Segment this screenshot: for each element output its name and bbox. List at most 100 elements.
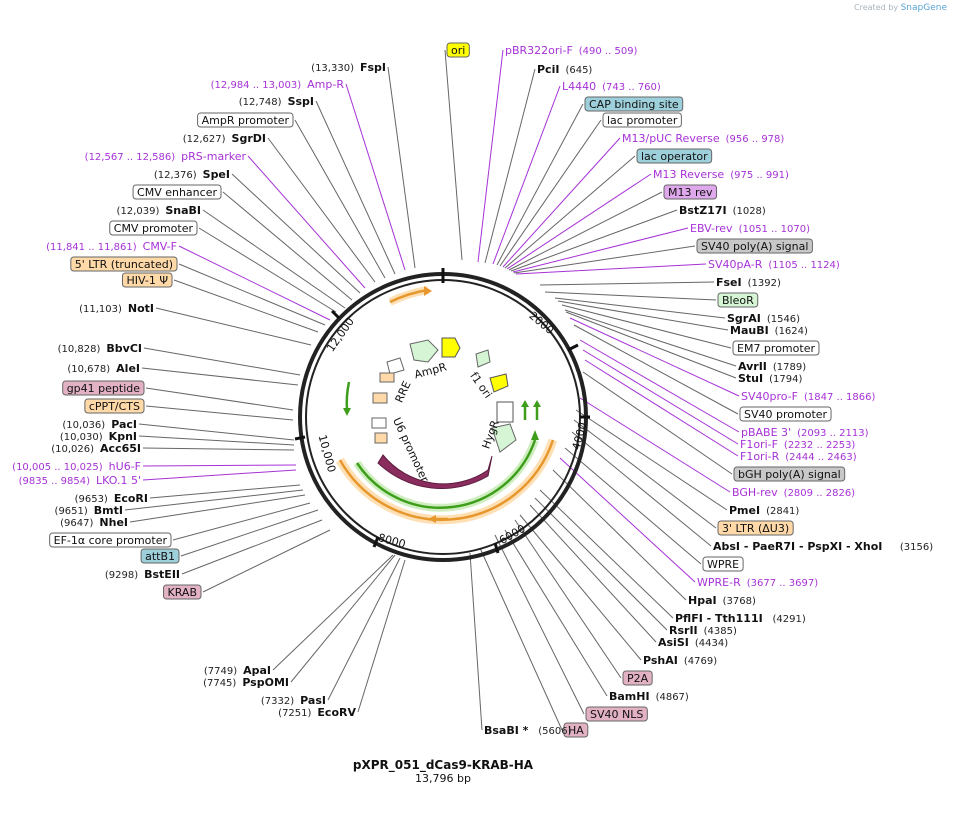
label-text: M13 Reverse [653,168,724,181]
map-label-feature: EF-1α core promoter [49,532,172,548]
label-text: HA [568,724,584,737]
label-position: (4434) [695,638,728,649]
leader-line [499,119,602,267]
map-label-primer: SV40pA-R(1105 .. 1124) [708,258,840,271]
leader-line [145,387,294,411]
map-label-enzyme: BmtI(9651) [55,504,123,517]
label-text: SnaBI [165,204,201,217]
u6-box [371,417,387,429]
label-position: (975 .. 991) [730,170,789,181]
map-label-primer: BGH-rev(2809 .. 2826) [732,486,855,499]
label-position: (12,984 .. 13,003) [211,80,302,91]
leader-line [477,49,504,263]
label-text: AsiSI [658,636,689,649]
label-text: EBV-rev [690,222,733,235]
label-text: SgrAI [727,312,761,325]
cas9-feature [377,454,493,490]
leader-line [155,307,312,346]
label-text: Acc65I [100,442,141,455]
map-label-feature: 3' LTR (ΔU3) [717,520,794,536]
label-position: (1546) [767,314,800,325]
leader-line [561,304,732,349]
tick-6000-mark [493,542,500,554]
leader-line [290,554,396,683]
label-position: (11,841 .. 11,861) [46,242,137,253]
leader-line [124,489,304,511]
label-text: AbsI - PaeR7I - PspXI - XhoI [713,540,882,553]
map-label-primer: WPRE-R(3677 .. 3697) [697,576,818,589]
leader-line [202,529,331,593]
label-text: BstZ17I [679,204,727,217]
label-text: bGH poly(A) signal [738,468,841,481]
label-position: (1624) [775,326,808,337]
leader-line [149,484,301,499]
label-text: PasI [300,694,326,707]
map-label-feature: HIV-1 Ψ [121,272,173,288]
label-position: (9835 .. 9854) [19,476,91,487]
feature-box [663,184,718,200]
feature-box [585,706,648,722]
feature-box [121,272,173,288]
leader-line [502,137,621,268]
leader-line [512,227,689,273]
label-text: EcoRI [114,492,148,505]
map-label-enzyme: PasI(7332) [261,694,326,707]
leader-line [573,324,739,415]
map-label-enzyme: NheI(9647) [60,516,128,529]
map-label-enzyme: SspI(12,748) [239,95,314,108]
map-label-primer: hU6-F(10,005 .. 10,025) [12,460,141,473]
label-position: (2444 .. 2463) [785,452,857,463]
label-text: SgrDI [232,132,266,145]
leader-line [564,447,702,565]
label-position: (9298) [105,570,138,581]
label-text: NotI [128,302,154,315]
map-label-primer: EBV-rev(1051 .. 1070) [690,222,810,235]
map-label-feature: CAP binding site [584,96,684,112]
ampr-label: AmpR [413,360,448,381]
label-position: (743 .. 760) [602,82,661,93]
label-text: EcoRV [317,706,356,719]
label-text: P2A [627,672,649,685]
label-position: (12,748) [239,97,282,108]
map-label-enzyme: PacI(10,036) [62,418,137,431]
map-label-feature: M13 rev [663,184,718,200]
tick-label-12000: 12,000 [324,315,357,354]
feature-box [197,112,294,128]
leader-line [492,85,561,265]
label-text: CMV enhancer [137,186,217,199]
leader-line [559,457,696,583]
map-label-enzyme: SpeI(12,376) [154,168,230,181]
map-label-enzyme: PmeI(2841) [729,504,799,517]
label-text: M13 rev [668,186,713,199]
leader-line [143,347,301,376]
leader-line [582,349,739,445]
leader-line [479,547,563,731]
cas9-arc-green-line [355,439,537,509]
feature-box [446,42,470,58]
leader-line [544,291,717,301]
label-text: NheI [99,516,128,529]
cas9-label: Cas9 [418,468,448,481]
tick-label-10000: 10,000 [316,433,339,474]
leader-line [444,49,463,261]
map-label-enzyme: BsaBI *(5606) [484,724,572,737]
label-text: BamHI [609,690,650,703]
krab-box [374,432,388,444]
map-label-feature: gp41 peptide [62,380,145,396]
label-position: (7745) [203,678,236,689]
leader-line [178,245,331,321]
label-position: (4867) [656,692,689,703]
feature-box [717,292,759,308]
label-text: lac operator [641,150,708,163]
feature-box [62,380,145,396]
feature-box [636,148,713,164]
map-label-enzyme: EcoRI(9653) [75,492,148,505]
leader-line [138,423,295,441]
label-text: F1ori-F [740,438,778,451]
map-label-primer: pRS-marker(12,567 .. 12,586) [85,150,247,163]
tick-2000-mark [567,343,579,352]
label-text: AleI [116,362,140,375]
label-position: (2841) [766,506,799,517]
leader-line [222,191,353,301]
